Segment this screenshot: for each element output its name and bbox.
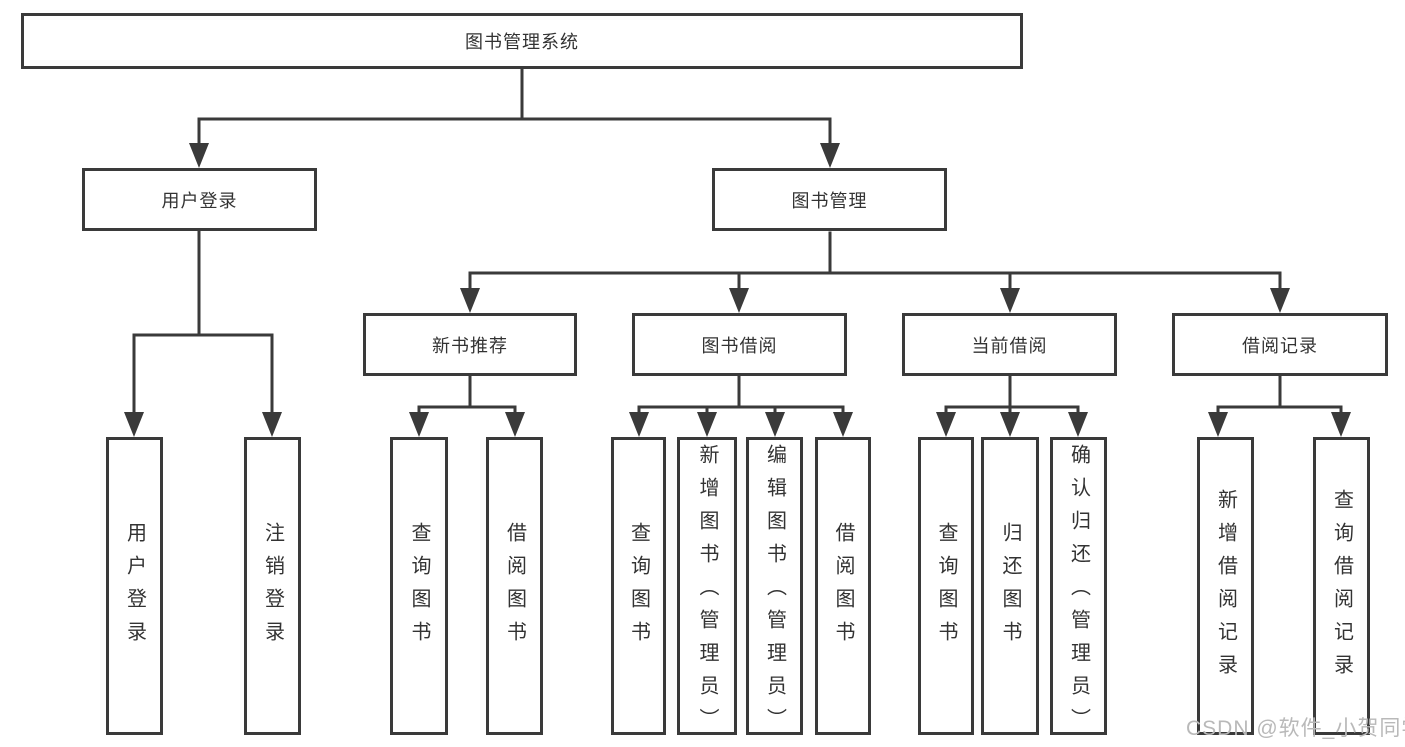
leaf-logout: 注销登录 <box>244 437 301 735</box>
leaf-borrow-books-recommend: 借阅图书 <box>486 437 543 735</box>
node-book-borrowing: 图书借阅 <box>632 313 847 376</box>
leaf-query-borrow-record: 查询借阅记录 <box>1313 437 1370 735</box>
leaf-query-books-current: 查询图书 <box>918 437 974 735</box>
node-book-management: 图书管理 <box>712 168 947 231</box>
leaf-add-borrow-record: 新增借阅记录 <box>1197 437 1254 735</box>
leaf-add-book-admin: 新增图书（管理员） <box>677 437 737 741</box>
leaf-user-login: 用户登录 <box>106 437 163 735</box>
leaf-confirm-return-admin: 确认归还（管理员） <box>1050 437 1107 741</box>
leaf-query-books-borrow: 查询图书 <box>611 437 666 735</box>
node-borrowing-records: 借阅记录 <box>1172 313 1388 376</box>
leaf-return-book: 归还图书 <box>981 437 1039 735</box>
node-current-borrowing: 当前借阅 <box>902 313 1117 376</box>
node-user-login: 用户登录 <box>82 168 317 231</box>
leaf-query-books-recommend: 查询图书 <box>390 437 448 735</box>
csdn-watermark: CSDN @软件_小贺同学 <box>1186 717 1405 740</box>
leaf-borrow-books: 借阅图书 <box>815 437 871 735</box>
node-new-book-recommendation: 新书推荐 <box>363 313 577 376</box>
leaf-edit-book-admin: 编辑图书（管理员） <box>746 437 803 741</box>
node-library-system: 图书管理系统 <box>21 13 1023 69</box>
